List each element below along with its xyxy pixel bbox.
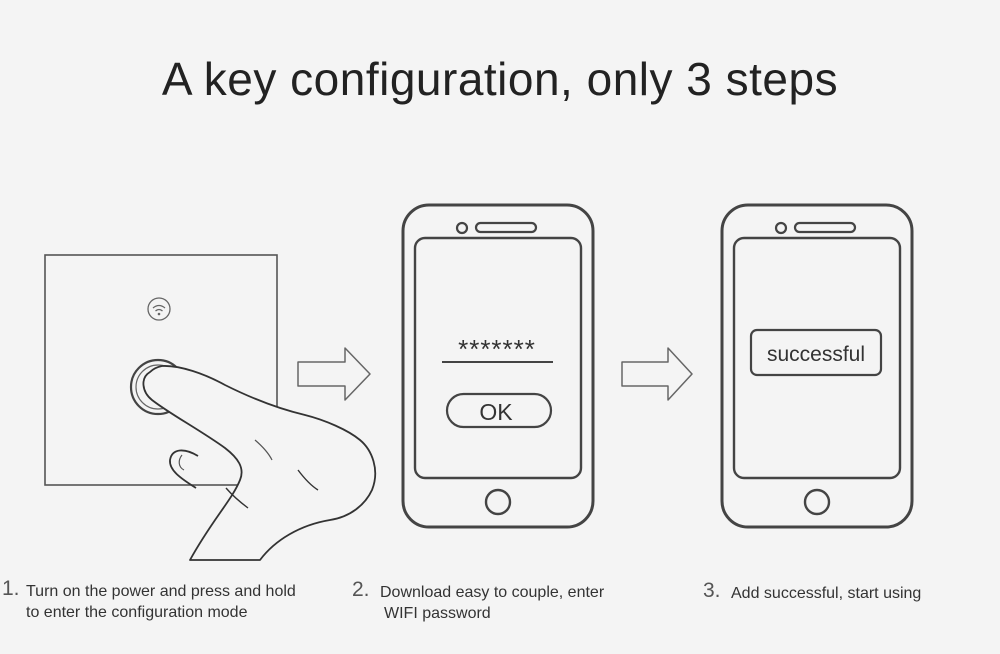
step-text-line2: WIFI password xyxy=(384,605,491,622)
step-text-line1: Turn on the power and press and hold xyxy=(26,583,296,600)
hand-icon xyxy=(142,365,377,561)
step-text-line1: Add successful, start using xyxy=(731,585,922,602)
page-title: A key configuration, only 3 steps xyxy=(161,53,839,105)
ok-button: OK xyxy=(479,399,513,425)
password-field: ******* xyxy=(458,334,536,364)
success-message: successful xyxy=(767,343,865,366)
step-text-line2: to enter the configuration mode xyxy=(26,604,248,621)
arrow-right-icon xyxy=(297,347,371,401)
step-number: 2. xyxy=(352,578,370,601)
step-text-line1: Download easy to couple, enter xyxy=(380,584,605,601)
phone-success: successful xyxy=(720,203,914,529)
step-number: 3. xyxy=(703,579,721,602)
step-number: 1. xyxy=(2,577,20,600)
arrow-right-icon xyxy=(621,347,693,401)
phone-password: ******* OK xyxy=(401,203,595,529)
wifi-icon xyxy=(147,297,171,321)
